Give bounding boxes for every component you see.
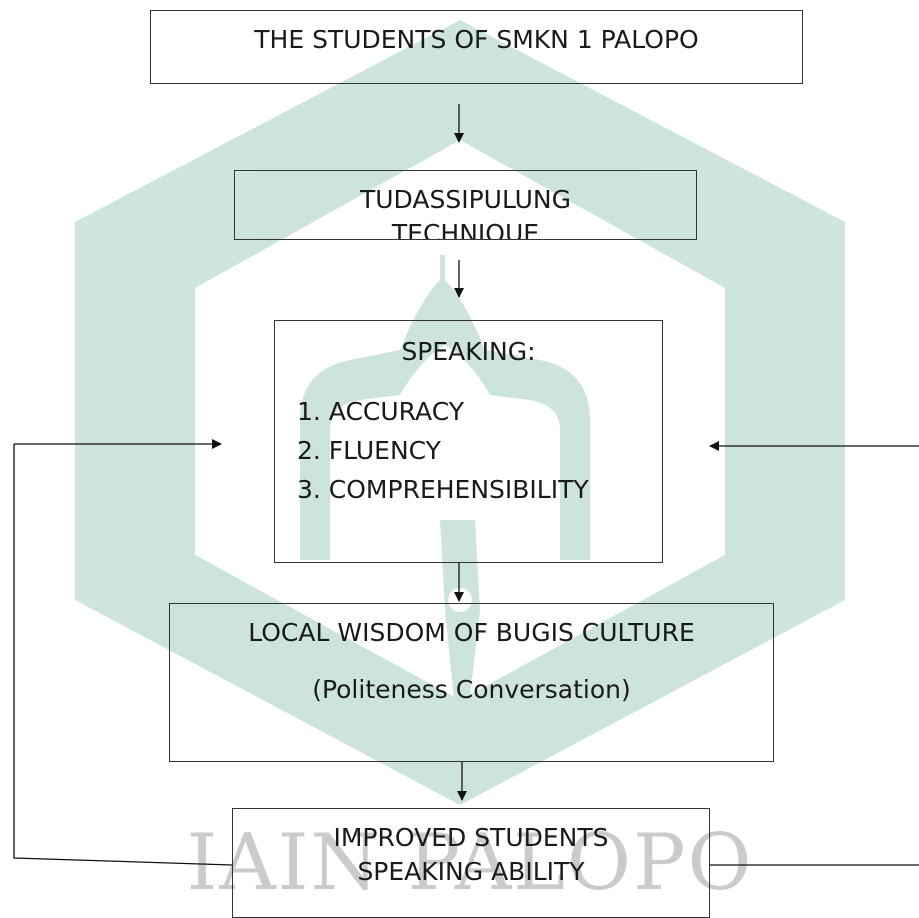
speaking-box: SPEAKING: 1. ACCURACY 2. FLUENCY 3. COMP… [274, 320, 663, 563]
outcome-box-line1: IMPROVED STUDENTS [333, 823, 609, 852]
students-box: THE STUDENTS OF SMKN 1 PALOPO [150, 10, 803, 84]
technique-box: TUDASSIPULUNG TECHNIQUE [234, 170, 697, 240]
local-wisdom-box: LOCAL WISDOM OF BUGIS CULTURE (Politenes… [169, 603, 774, 762]
watermark-text: IAIN PALOPO [186, 818, 754, 908]
local-wisdom-subtitle: (Politeness Conversation) [312, 675, 631, 704]
feedback-left-line [13, 444, 233, 866]
speaking-box-title: SPEAKING: [401, 337, 536, 366]
speaking-criterion-comprehensibility: 3. COMPREHENSIBILITY [297, 475, 589, 504]
pen-nib-icon [440, 520, 480, 740]
technique-box-line1: TUDASSIPULUNG [359, 185, 572, 214]
speaking-criterion-accuracy: 1. ACCURACY [297, 397, 464, 426]
students-box-label: THE STUDENTS OF SMKN 1 PALOPO [254, 25, 699, 54]
mosque-icon [300, 255, 590, 560]
outcome-box-line2: SPEAKING ABILITY [357, 857, 585, 886]
technique-box-line2: TECHNIQUE [391, 219, 540, 240]
speaking-criteria-list: 1. ACCURACY 2. FLUENCY 3. COMPREHENSIBIL… [275, 392, 662, 509]
hexagon-outline [75, 20, 845, 805]
speaking-criterion-fluency: 2. FLUENCY [297, 436, 441, 465]
outcome-box: IMPROVED STUDENTS SPEAKING ABILITY [232, 808, 710, 918]
local-wisdom-title: LOCAL WISDOM OF BUGIS CULTURE [248, 618, 695, 647]
